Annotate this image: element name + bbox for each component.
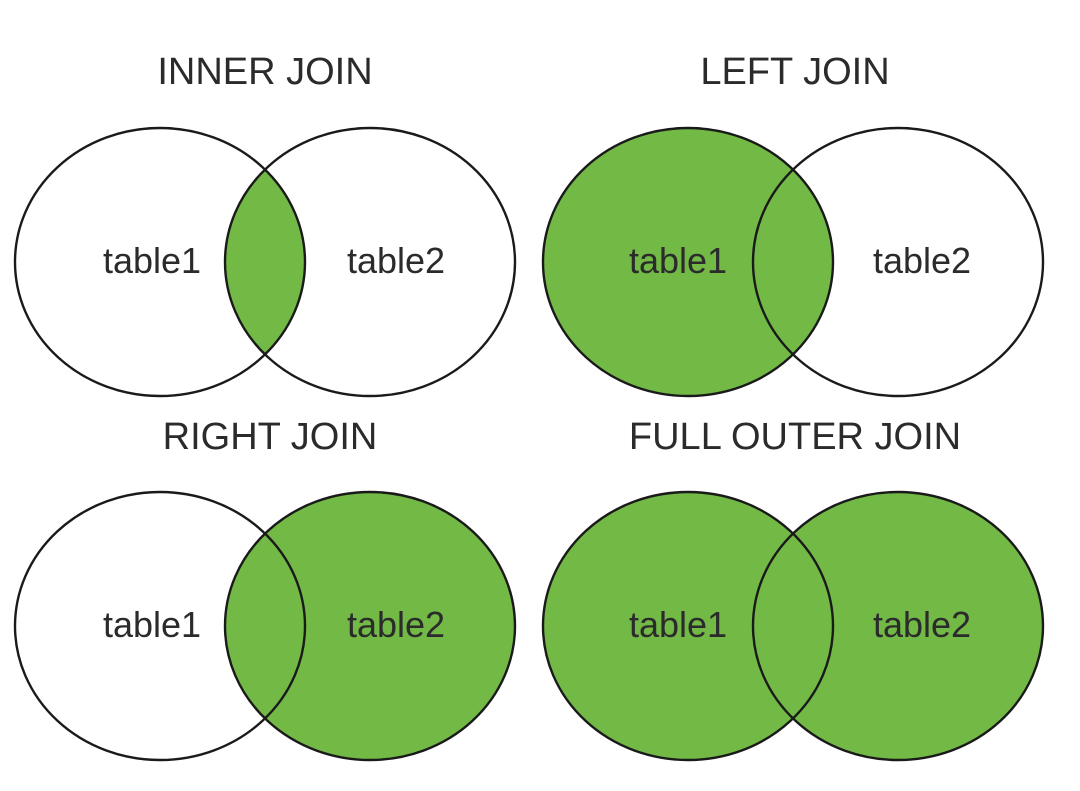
panel-full-outer-join: FULL OUTER JOIN table1 table2 (541, 416, 1045, 762)
right-circle (751, 126, 1045, 398)
left-circle-fill (543, 128, 833, 396)
panel-title: LEFT JOIN (700, 51, 889, 93)
left-circle (541, 490, 835, 762)
panel-left-join: LEFT JOIN table1 table2 (541, 51, 1045, 398)
right-circle (223, 490, 517, 762)
left-table-label: table1 (103, 604, 201, 645)
left-circle (13, 490, 307, 762)
left-circle (13, 126, 307, 398)
panel-title: INNER JOIN (157, 51, 372, 93)
left-table-label: table1 (103, 240, 201, 281)
right-circle-fill (753, 492, 1043, 760)
panel-inner-join: INNER JOIN table1 table2 (13, 51, 517, 398)
panel-title: FULL OUTER JOIN (629, 416, 961, 458)
right-table-label: table2 (873, 240, 971, 281)
right-table-label: table2 (347, 604, 445, 645)
venn-shading (225, 492, 515, 760)
left-circle (541, 126, 835, 398)
right-table-label: table2 (873, 604, 971, 645)
panel-title: RIGHT JOIN (163, 416, 378, 458)
left-table-label: table1 (629, 240, 727, 281)
right-circle-fill (225, 492, 515, 760)
venn-shading (543, 492, 1043, 760)
right-table-label: table2 (347, 240, 445, 281)
left-table-label: table1 (629, 604, 727, 645)
left-circle-fill (543, 492, 833, 760)
right-circle (223, 126, 517, 398)
panel-right-join: RIGHT JOIN table1 table2 (13, 416, 517, 762)
right-circle (751, 490, 1045, 762)
